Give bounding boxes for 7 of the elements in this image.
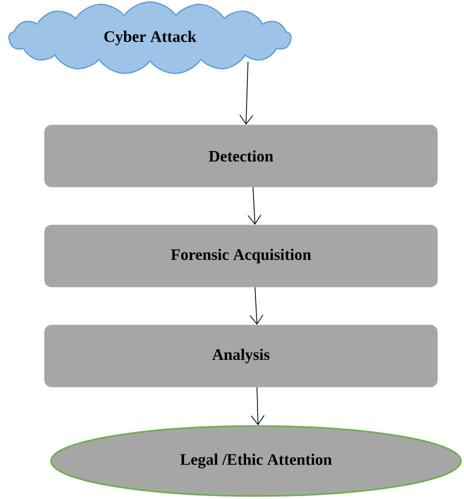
process-box: Analysis [44,324,438,388]
arrow [248,186,262,225]
arrow [250,286,264,325]
arrow [239,61,254,125]
process-box: Detection [44,124,438,188]
process-box: Forensic Acquisition [44,224,438,288]
arrow [250,386,265,426]
